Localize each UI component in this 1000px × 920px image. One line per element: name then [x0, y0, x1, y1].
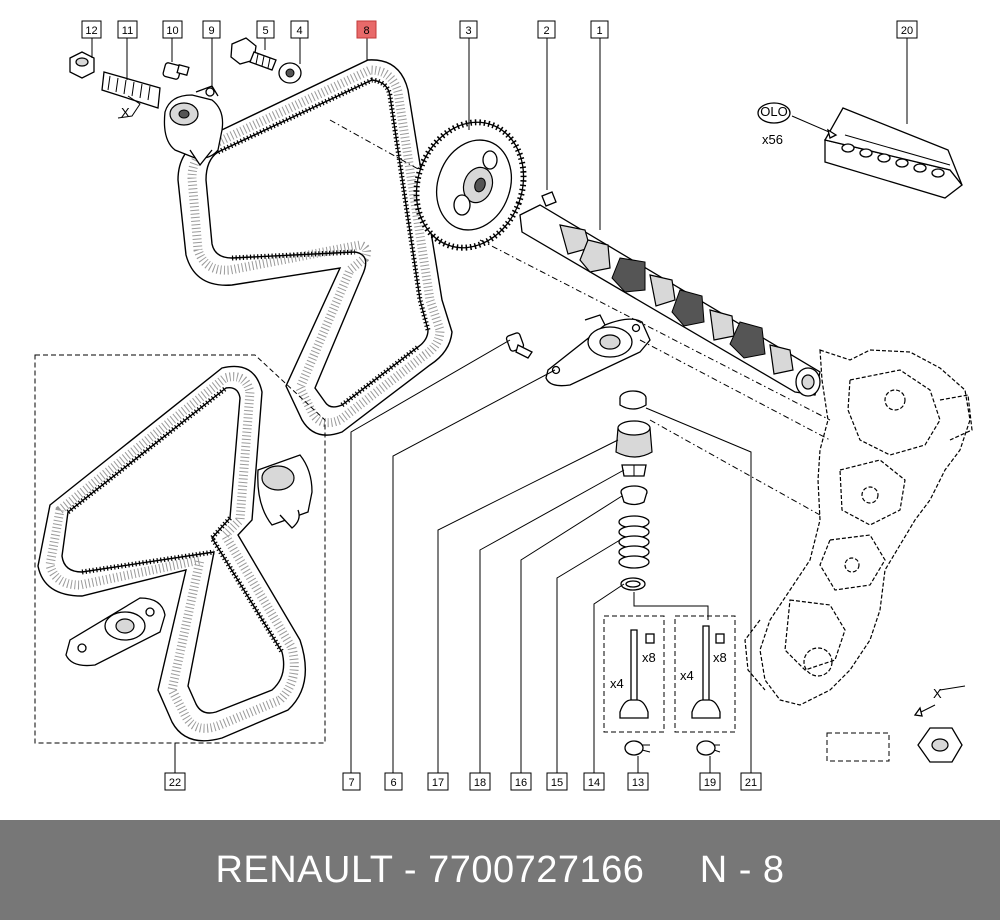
- label-11: 11: [117, 20, 138, 39]
- nut-12: [69, 51, 95, 79]
- label-20: 20: [896, 20, 918, 39]
- svg-text:18: 18: [474, 777, 486, 789]
- svg-text:12: 12: [85, 25, 97, 37]
- svg-text:6: 6: [390, 777, 396, 789]
- x4-left-quantity: x4: [610, 676, 624, 691]
- label-17: 17: [427, 772, 449, 791]
- shim-kit-20: OLO: [757, 102, 963, 199]
- label-9: 9: [202, 20, 221, 39]
- label-22: 22: [164, 772, 186, 791]
- label-13: 13: [627, 772, 649, 791]
- svg-text:21: 21: [745, 777, 757, 789]
- tensioner-in-kit: [65, 597, 166, 667]
- svg-text:5: 5: [262, 25, 268, 37]
- valve-shim-21: [619, 390, 647, 410]
- label-6: 6: [384, 772, 403, 791]
- label-18: 18: [469, 772, 491, 791]
- footer-bar: RENAULT - 7700727166 N - 8: [0, 820, 1000, 920]
- bolt-10: [162, 62, 190, 80]
- label-21: 21: [740, 772, 762, 791]
- svg-text:4: 4: [296, 25, 302, 37]
- label-7: 7: [342, 772, 361, 791]
- bolt-5: [230, 37, 277, 71]
- svg-text:10: 10: [166, 25, 178, 37]
- tensioner-6: [545, 314, 651, 387]
- svg-text:9: 9: [208, 25, 214, 37]
- part-number-caption: RENAULT - 7700727166 N - 8: [215, 848, 785, 891]
- valve-bracket-line: [633, 592, 709, 620]
- spring-seat-14: [620, 577, 646, 591]
- nut-detail: [826, 685, 966, 763]
- label-14: 14: [583, 772, 605, 791]
- label-10: 10: [162, 20, 183, 39]
- exhaust-valve-box: [674, 615, 736, 733]
- bearing-text: OLO: [760, 104, 787, 119]
- x-mark-left: X: [121, 105, 130, 120]
- label-12: 12: [81, 20, 102, 39]
- label-1: 1: [590, 20, 609, 39]
- svg-text:15: 15: [551, 777, 563, 789]
- valve-stem-seal-19: [696, 740, 721, 756]
- x8-left-quantity: x8: [642, 650, 656, 665]
- valve-spring-15: [618, 515, 650, 569]
- label-15: 15: [546, 772, 568, 791]
- label-8-highlighted: 8: [356, 20, 377, 39]
- x8-right-quantity: x8: [713, 650, 727, 665]
- bolt-11: [101, 71, 161, 119]
- bolt-7: [505, 332, 533, 359]
- svg-text:8: 8: [363, 25, 369, 37]
- x56-quantity: x56: [762, 132, 783, 147]
- idler-in-kit: [257, 454, 313, 529]
- svg-text:7: 7: [348, 777, 354, 789]
- svg-text:16: 16: [515, 777, 527, 789]
- spring-retainer-16: [620, 485, 648, 506]
- label-2: 2: [537, 20, 556, 39]
- svg-text:2: 2: [543, 25, 549, 37]
- svg-text:19: 19: [704, 777, 716, 789]
- intake-valve-box: [603, 615, 665, 733]
- leader-lines: [91, 38, 908, 775]
- svg-text:14: 14: [588, 777, 600, 789]
- label-19: 19: [699, 772, 721, 791]
- label-3: 3: [459, 20, 478, 39]
- svg-text:22: 22: [169, 777, 181, 789]
- timing-belt-main: [177, 59, 453, 436]
- camshaft-sprocket: [413, 119, 527, 251]
- svg-text:1: 1: [596, 25, 602, 37]
- label-5: 5: [256, 20, 275, 39]
- idler-pulley-assembly: [69, 51, 224, 167]
- svg-text:20: 20: [901, 25, 913, 37]
- washer-4: [278, 62, 302, 84]
- valve-stem-seal-13: [624, 740, 651, 756]
- cam-lobes: [559, 224, 821, 397]
- x4-right-quantity: x4: [680, 668, 694, 683]
- svg-text:11: 11: [122, 25, 133, 37]
- camshaft: [519, 204, 821, 397]
- x-mark-right: X: [933, 686, 942, 701]
- label-16: 16: [510, 772, 532, 791]
- woodruff-key: [541, 191, 557, 207]
- svg-text:13: 13: [632, 777, 644, 789]
- svg-text:3: 3: [465, 25, 471, 37]
- label-4: 4: [290, 20, 309, 39]
- svg-text:17: 17: [432, 777, 444, 789]
- timing-belt-kit-box: [34, 354, 326, 744]
- valve-collet-18: [621, 464, 647, 477]
- exploded-parts-diagram: OLO X X x56 x4 x8 x4 x8: [34, 20, 973, 791]
- tappet-17: [615, 420, 653, 458]
- engine-block-outline: [744, 349, 973, 706]
